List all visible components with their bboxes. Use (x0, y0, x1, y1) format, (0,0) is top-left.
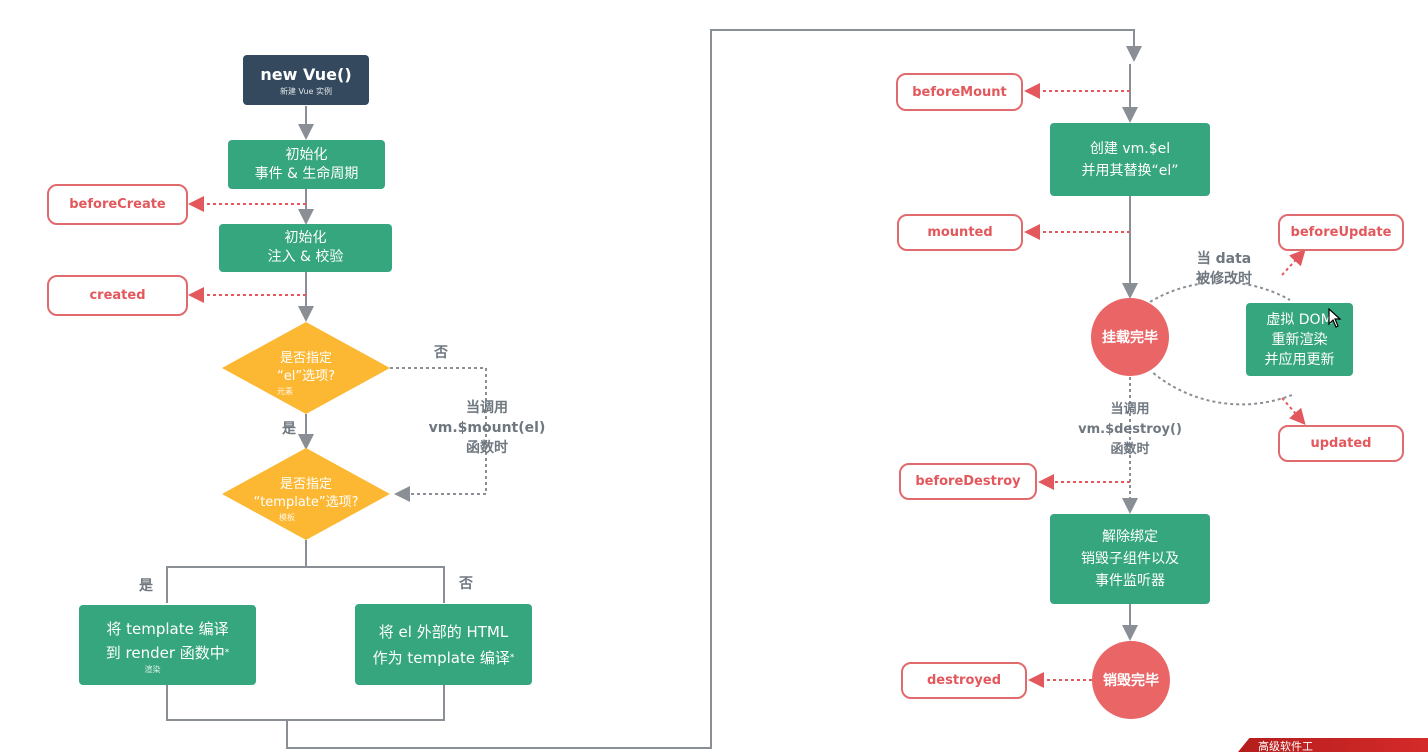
init-events-node: 初始化 事件 & 生命周期 (228, 140, 385, 189)
compile-template-line2: 到 render 函数中 (105, 643, 225, 662)
init-inject-node: 初始化 注入 & 校验 (219, 224, 392, 272)
hook-beforeMount: beforeMount (896, 73, 1023, 111)
compile-template-line1: 将 template 编译 (106, 619, 229, 638)
hook-mounted: mounted (897, 214, 1023, 251)
corner-banner-text: 高级软件工 (1258, 740, 1313, 752)
corner-banner: 高级软件工 (1238, 738, 1428, 752)
create-el-line2: 并用其替换“el” (1081, 162, 1179, 179)
teardown-node: 解除绑定 销毁子组件以及 事件监听器 (1050, 514, 1210, 604)
destroy-note-line2: vm.$destroy() (1078, 422, 1182, 437)
compile-template-mark: * (224, 647, 230, 658)
hook-destroyed: destroyed (901, 662, 1027, 699)
decision-template-shape (222, 448, 390, 540)
virtual-dom-line3: 并应用更新 (1264, 351, 1335, 368)
create-el-line1: 创建 vm.$el (1089, 140, 1171, 157)
yes-label-el: 是 (282, 421, 296, 437)
init-inject-line1: 初始化 (284, 230, 327, 246)
destroyed-state-node: 销毁完毕 (1092, 641, 1170, 719)
mounted-state-node: 挂载完毕 (1091, 298, 1169, 376)
hook-mounted-label: mounted (927, 225, 993, 240)
hook-created-label: created (89, 288, 146, 303)
virtual-dom-line2: 重新渲染 (1271, 331, 1328, 348)
new-vue-title: new Vue() (260, 64, 352, 84)
virtual-dom-line1: 虚拟 DOM (1266, 311, 1333, 328)
destroyed-state-label: 销毁完毕 (1103, 673, 1159, 689)
compile-html-mark: * (509, 652, 515, 663)
compile-template-note: 渲染 (144, 664, 161, 674)
compile-html-line2: 作为 template 编译 (372, 648, 510, 667)
teardown-line1: 解除绑定 (1102, 529, 1158, 545)
compile-template-node: 将 template 编译 到 render 函数中* 渲染 (79, 605, 256, 685)
decision-template-line1: 是否指定 (279, 477, 332, 492)
compile-html-line1: 将 el 外部的 HTML (378, 622, 509, 641)
hook-beforeMount-label: beforeMount (912, 84, 1007, 100)
data-change-line1: 当 data (1196, 251, 1252, 267)
compile-html-node: 将 el 外部的 HTML 作为 template 编译* (355, 604, 532, 685)
data-change-line2: 被修改时 (1196, 271, 1252, 287)
hook-beforeCreate-label: beforeCreate (69, 197, 166, 212)
init-inject-line2: 注入 & 校验 (267, 249, 344, 265)
mount-note-line1: 当调用 (466, 400, 508, 416)
teardown-line3: 事件监听器 (1095, 573, 1165, 589)
teardown-line2: 销毁子组件以及 (1081, 551, 1179, 567)
decision-template-line2: “template”选项? (253, 495, 359, 510)
mount-note-line2: vm.$mount(el) (428, 420, 546, 436)
hook-beforeUpdate-label: beforeUpdate (1290, 225, 1392, 240)
create-el-node: 创建 vm.$el 并用其替换“el” (1050, 123, 1210, 196)
destroy-note: 当调用 vm.$destroy() 函数时 (1074, 400, 1186, 460)
data-change-note: 当 data 被修改时 (1186, 249, 1262, 289)
decision-el-note: 元素 (277, 387, 293, 396)
hook-updated-label: updated (1310, 436, 1372, 451)
yes-label-template: 是 (139, 578, 153, 594)
hook-beforeDestroy: beforeDestroy (899, 463, 1037, 500)
destroy-note-line3: 函数时 (1110, 442, 1150, 457)
decision-el-line2: “el”选项? (277, 369, 335, 384)
no-label-el: 否 (434, 345, 448, 361)
hook-created: created (47, 275, 188, 316)
mount-note-line3: 函数时 (466, 440, 508, 456)
init-events-line2: 事件 & 生命周期 (254, 165, 359, 182)
new-vue-node: new Vue() 新建 Vue 实例 (243, 55, 369, 105)
hook-beforeUpdate: beforeUpdate (1278, 214, 1404, 251)
mouse-cursor-icon (1328, 308, 1342, 328)
decision-el: 是否指定 “el”选项? (232, 340, 380, 396)
decision-template-note: 模板 (279, 513, 295, 522)
decision-template: 是否指定 “template”选项? (222, 466, 390, 522)
mount-note: 当调用 vm.$mount(el) 函数时 (422, 398, 552, 458)
new-vue-subtitle: 新建 Vue 实例 (279, 86, 332, 96)
destroy-note-line1: 当调用 (1110, 402, 1150, 417)
decision-el-line1: 是否指定 (279, 351, 332, 366)
hook-beforeCreate: beforeCreate (47, 184, 188, 225)
no-label-template: 否 (459, 576, 473, 592)
hook-updated: updated (1278, 425, 1404, 462)
decision-el-shape (222, 322, 390, 414)
hook-destroyed-label: destroyed (926, 673, 1001, 688)
mounted-state-label: 挂载完毕 (1102, 330, 1158, 346)
hook-beforeDestroy-label: beforeDestroy (915, 474, 1021, 489)
init-events-line1: 初始化 (285, 146, 328, 163)
